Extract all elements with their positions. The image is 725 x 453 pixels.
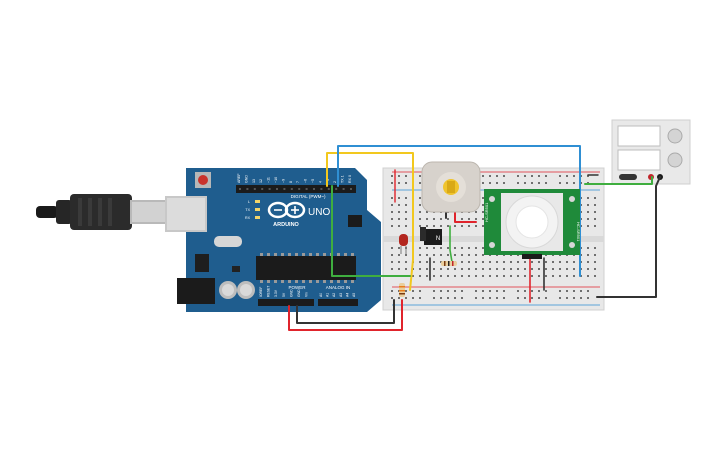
digital-pin-label: ~6: [304, 179, 308, 183]
digital-pin-label: 7: [296, 181, 300, 183]
digital-pin-label: TX 1: [341, 175, 345, 183]
power-pin-label: GND: [289, 289, 293, 297]
wire-red-motor: [454, 211, 477, 223]
analog-pin-label: A0: [319, 293, 323, 297]
digital-pin-label: 12: [259, 179, 263, 183]
wire-green-transistor: [449, 225, 453, 263]
pir-lens-icon: [515, 205, 549, 239]
arduino-logo-icon: [267, 201, 306, 219]
power-pin-label: GND: [297, 289, 301, 297]
power-supply: [611, 119, 691, 185]
voltage-knob: [667, 128, 683, 144]
digital-pin-label: ~9: [281, 179, 285, 183]
analog-pin-label: A5: [352, 293, 356, 297]
power-pin-label: IOREF: [259, 287, 263, 297]
wire-black-psu: [596, 176, 661, 298]
usb-cable: [36, 194, 170, 230]
psu-switch: [619, 174, 637, 180]
voltage-display: [617, 125, 661, 147]
pir-sensor: HC-SR501 HC-SR501: [484, 189, 581, 259]
power-label: POWER: [288, 285, 306, 290]
arduino-model-text: UNO: [308, 207, 330, 218]
board-led-icon: [255, 216, 260, 219]
board-led-label: L: [248, 200, 250, 204]
digital-pin-label: 13: [252, 179, 256, 183]
wire-green-to-psu: [584, 176, 653, 185]
analog-header: [318, 299, 358, 306]
digital-header: [236, 185, 356, 193]
dc-motor: [421, 161, 481, 213]
digital-pin-label: 8: [289, 181, 293, 183]
diode: [420, 227, 426, 241]
transistor-label: N: [436, 236, 440, 242]
wire-red-5v: [288, 299, 403, 331]
current-knob: [667, 152, 683, 168]
analog-pin-label: A1: [326, 293, 330, 297]
digital-header-label: DIGITAL (PWM~): [291, 194, 326, 199]
current-display: [617, 149, 661, 171]
digital-pin-label: 2: [333, 181, 337, 183]
digital-pin-label: ~10: [274, 177, 278, 183]
board-led-label: TX: [245, 208, 250, 212]
power-jack: [177, 278, 215, 304]
resistor-2: [399, 283, 405, 297]
board-led-icon: [255, 200, 260, 203]
red-led: [399, 234, 408, 254]
board-led-icon: [255, 208, 260, 211]
board-led-label: RX: [245, 216, 251, 220]
pir-label-right: HC-SR501: [576, 222, 581, 242]
power-pin-label: Vin: [305, 292, 309, 297]
arduino-uno-board: ARDUINO UNO DIGITAL (PWM~) POWER ANALOG …: [165, 168, 381, 312]
analog-pin-label: A2: [332, 293, 336, 297]
icsp-header: [348, 215, 362, 227]
digital-pin-label: ~5: [311, 179, 315, 183]
analog-pin-label: A4: [345, 293, 349, 297]
power-header: [258, 299, 314, 306]
digital-pin-label: AREF: [237, 173, 241, 183]
pir-label-left: HC-SR501: [484, 202, 489, 222]
resistor-1: [441, 261, 457, 266]
arduino-brand-text: ARDUINO: [273, 222, 299, 228]
wire-green: [331, 185, 411, 277]
wire-yellow: [326, 152, 414, 291]
wire-black-gnd: [296, 299, 395, 324]
crystal: [214, 236, 242, 247]
power-pin-label: 5V: [282, 292, 286, 297]
digital-pin-label: RX 0: [348, 175, 352, 183]
analog-label: ANALOG IN: [326, 285, 351, 290]
analog-pin-label: A3: [339, 293, 343, 297]
power-pin-label: RESET: [267, 286, 271, 297]
transistor: N: [424, 229, 442, 245]
digital-pin-label: ~11: [267, 177, 271, 183]
digital-pin-label: GND: [244, 175, 248, 183]
digital-pin-label: 4: [318, 181, 322, 183]
power-pin-label: 3.3V: [274, 289, 278, 297]
